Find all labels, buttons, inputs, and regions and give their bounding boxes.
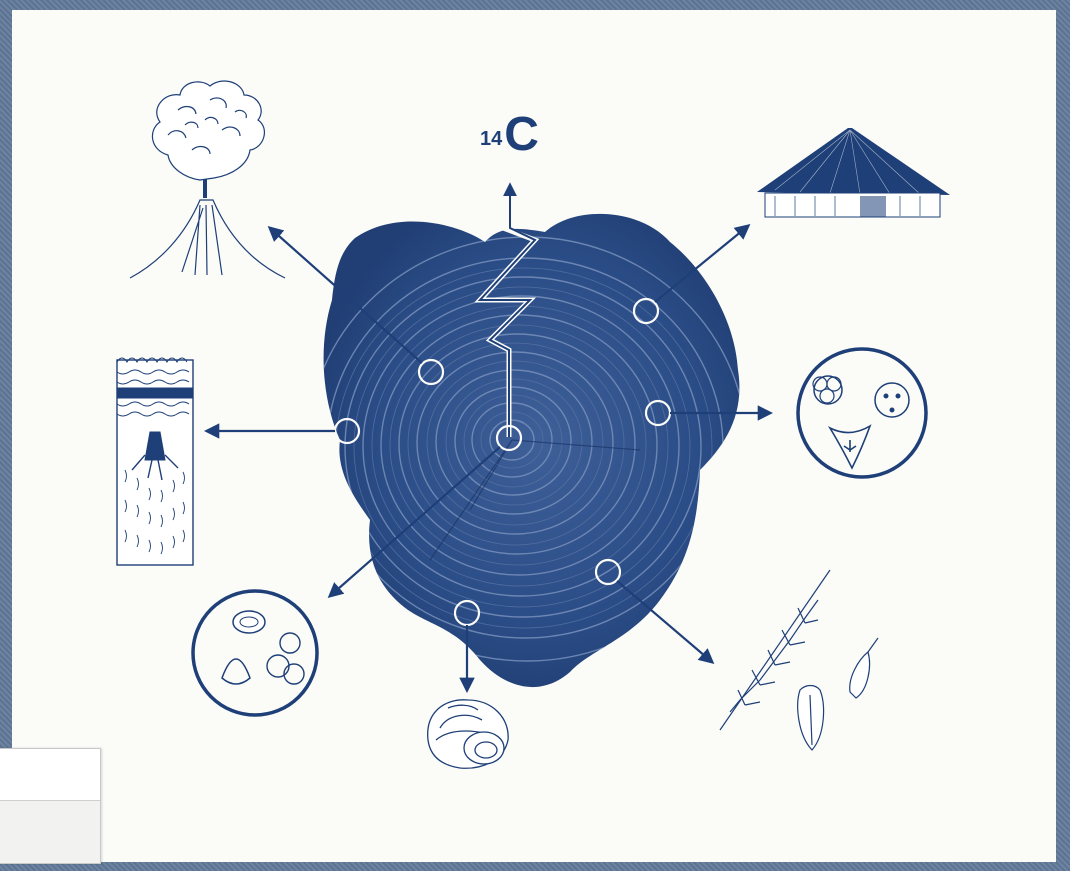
pollen-grains-icon xyxy=(798,349,926,477)
seeds-pollen-icon xyxy=(193,591,317,715)
library-sticker-tab xyxy=(0,800,100,863)
wheat-grain-icon xyxy=(720,570,878,750)
tree-ring-cross-section-icon xyxy=(307,214,747,687)
thatched-hut-icon xyxy=(757,128,950,217)
snail-shell-icon xyxy=(428,700,508,768)
element-symbol: C xyxy=(504,108,539,161)
soil-profile-icon xyxy=(117,358,193,565)
volcano-icon xyxy=(130,81,285,278)
isotope-mass-number: 14 xyxy=(480,128,502,150)
carbon-14-label: 14C xyxy=(480,111,539,159)
